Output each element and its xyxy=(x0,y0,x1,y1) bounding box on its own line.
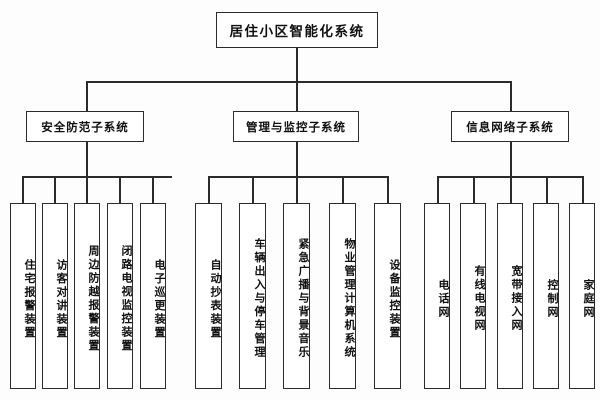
connector-network-leaf-5 xyxy=(582,176,584,203)
leaf-node-security-1-label: 住宅报警装置 xyxy=(23,258,36,340)
leaf-node-management-3-label: 紧急广播与背景音乐 xyxy=(297,238,310,360)
branch-node-network[interactable]: 信息网络子系统 xyxy=(451,111,569,142)
connector-drop-management xyxy=(296,81,298,111)
branch-node-network-label: 信息网络子系统 xyxy=(466,119,554,134)
connector-network-leaf-3 xyxy=(510,176,512,203)
connector-security-leaf-3 xyxy=(86,176,88,203)
connector-drop-security xyxy=(86,81,88,111)
leaf-node-security-3[interactable]: 周边防越报警装置 xyxy=(74,203,100,389)
connector-root-stem xyxy=(296,48,298,81)
leaf-node-network-5[interactable]: 家庭网 xyxy=(569,203,595,389)
connector-security-stem xyxy=(86,142,88,176)
connector-security-leaf-5 xyxy=(152,176,154,203)
connector-network-leaf-2 xyxy=(473,176,475,203)
leaf-node-management-1[interactable]: 自动抄表装置 xyxy=(195,203,222,389)
leaf-node-network-2-label: 有线电视网 xyxy=(473,265,486,333)
connector-management-leaf-4 xyxy=(342,176,344,203)
connector-security-leaf-4 xyxy=(119,176,121,203)
leaf-node-network-3-label: 宽带接入网 xyxy=(510,265,523,333)
leaf-node-security-4[interactable]: 闭路电视监控装置 xyxy=(107,203,133,389)
leaf-node-management-5-label: 设备监控装置 xyxy=(388,258,401,340)
leaf-node-network-4-label: 控制网 xyxy=(546,278,559,320)
leaf-node-management-2[interactable]: 车辆出入与停车管理 xyxy=(239,203,266,389)
leaf-node-network-1[interactable]: 电话网 xyxy=(424,203,450,389)
leaf-node-security-4-label: 闭路电视监控装置 xyxy=(120,245,133,353)
connector-drop-network xyxy=(510,81,512,111)
leaf-node-security-1[interactable]: 住宅报警装置 xyxy=(10,203,36,389)
branch-node-management[interactable]: 管理与监控子系统 xyxy=(233,111,359,142)
leaf-node-security-5-label: 电子巡更装置 xyxy=(153,258,166,340)
connector-management-leaf-1 xyxy=(208,176,210,203)
leaf-node-security-2-label: 访客对讲装置 xyxy=(55,258,68,340)
leaf-node-network-2[interactable]: 有线电视网 xyxy=(460,203,486,389)
connector-management-leaf-5 xyxy=(387,176,389,203)
root-node[interactable]: 居住小区智能化系统 xyxy=(216,12,378,48)
connector-management-bus xyxy=(208,176,388,178)
connector-security-leaf-2 xyxy=(54,176,56,203)
leaf-node-management-1-label: 自动抄表装置 xyxy=(209,258,222,340)
branch-node-management-label: 管理与监控子系统 xyxy=(246,119,346,134)
leaf-node-security-2[interactable]: 访客对讲装置 xyxy=(42,203,68,389)
connector-security-bus xyxy=(22,176,172,178)
branch-node-security-label: 安全防范子系统 xyxy=(41,119,129,134)
leaf-node-network-5-label: 家庭网 xyxy=(582,278,595,320)
branch-node-security[interactable]: 安全防范子系统 xyxy=(26,111,144,142)
leaf-node-management-4[interactable]: 物业管理计算机系统 xyxy=(329,203,356,389)
leaf-node-management-2-label: 车辆出入与停车管理 xyxy=(253,238,266,360)
connector-management-leaf-3 xyxy=(296,176,298,203)
leaf-node-management-3[interactable]: 紧急广播与背景音乐 xyxy=(283,203,310,389)
leaf-node-security-5[interactable]: 电子巡更装置 xyxy=(140,203,166,389)
connector-security-leaf-1 xyxy=(22,176,24,203)
leaf-node-management-5[interactable]: 设备监控装置 xyxy=(374,203,401,389)
connector-management-stem xyxy=(296,142,298,176)
connector-network-leaf-4 xyxy=(546,176,548,203)
leaf-node-management-4-label: 物业管理计算机系统 xyxy=(343,238,356,360)
leaf-node-network-1-label: 电话网 xyxy=(437,278,450,320)
leaf-node-network-3[interactable]: 宽带接入网 xyxy=(497,203,523,389)
leaf-node-network-4[interactable]: 控制网 xyxy=(533,203,559,389)
root-node-label: 居住小区智能化系统 xyxy=(229,24,365,40)
connector-level2-bus xyxy=(86,81,511,83)
connector-management-leaf-2 xyxy=(252,176,254,203)
connector-network-leaf-1 xyxy=(437,176,439,203)
connector-network-bus xyxy=(437,176,582,178)
leaf-node-security-3-label: 周边防越报警装置 xyxy=(87,245,100,353)
connector-network-stem xyxy=(510,142,512,176)
